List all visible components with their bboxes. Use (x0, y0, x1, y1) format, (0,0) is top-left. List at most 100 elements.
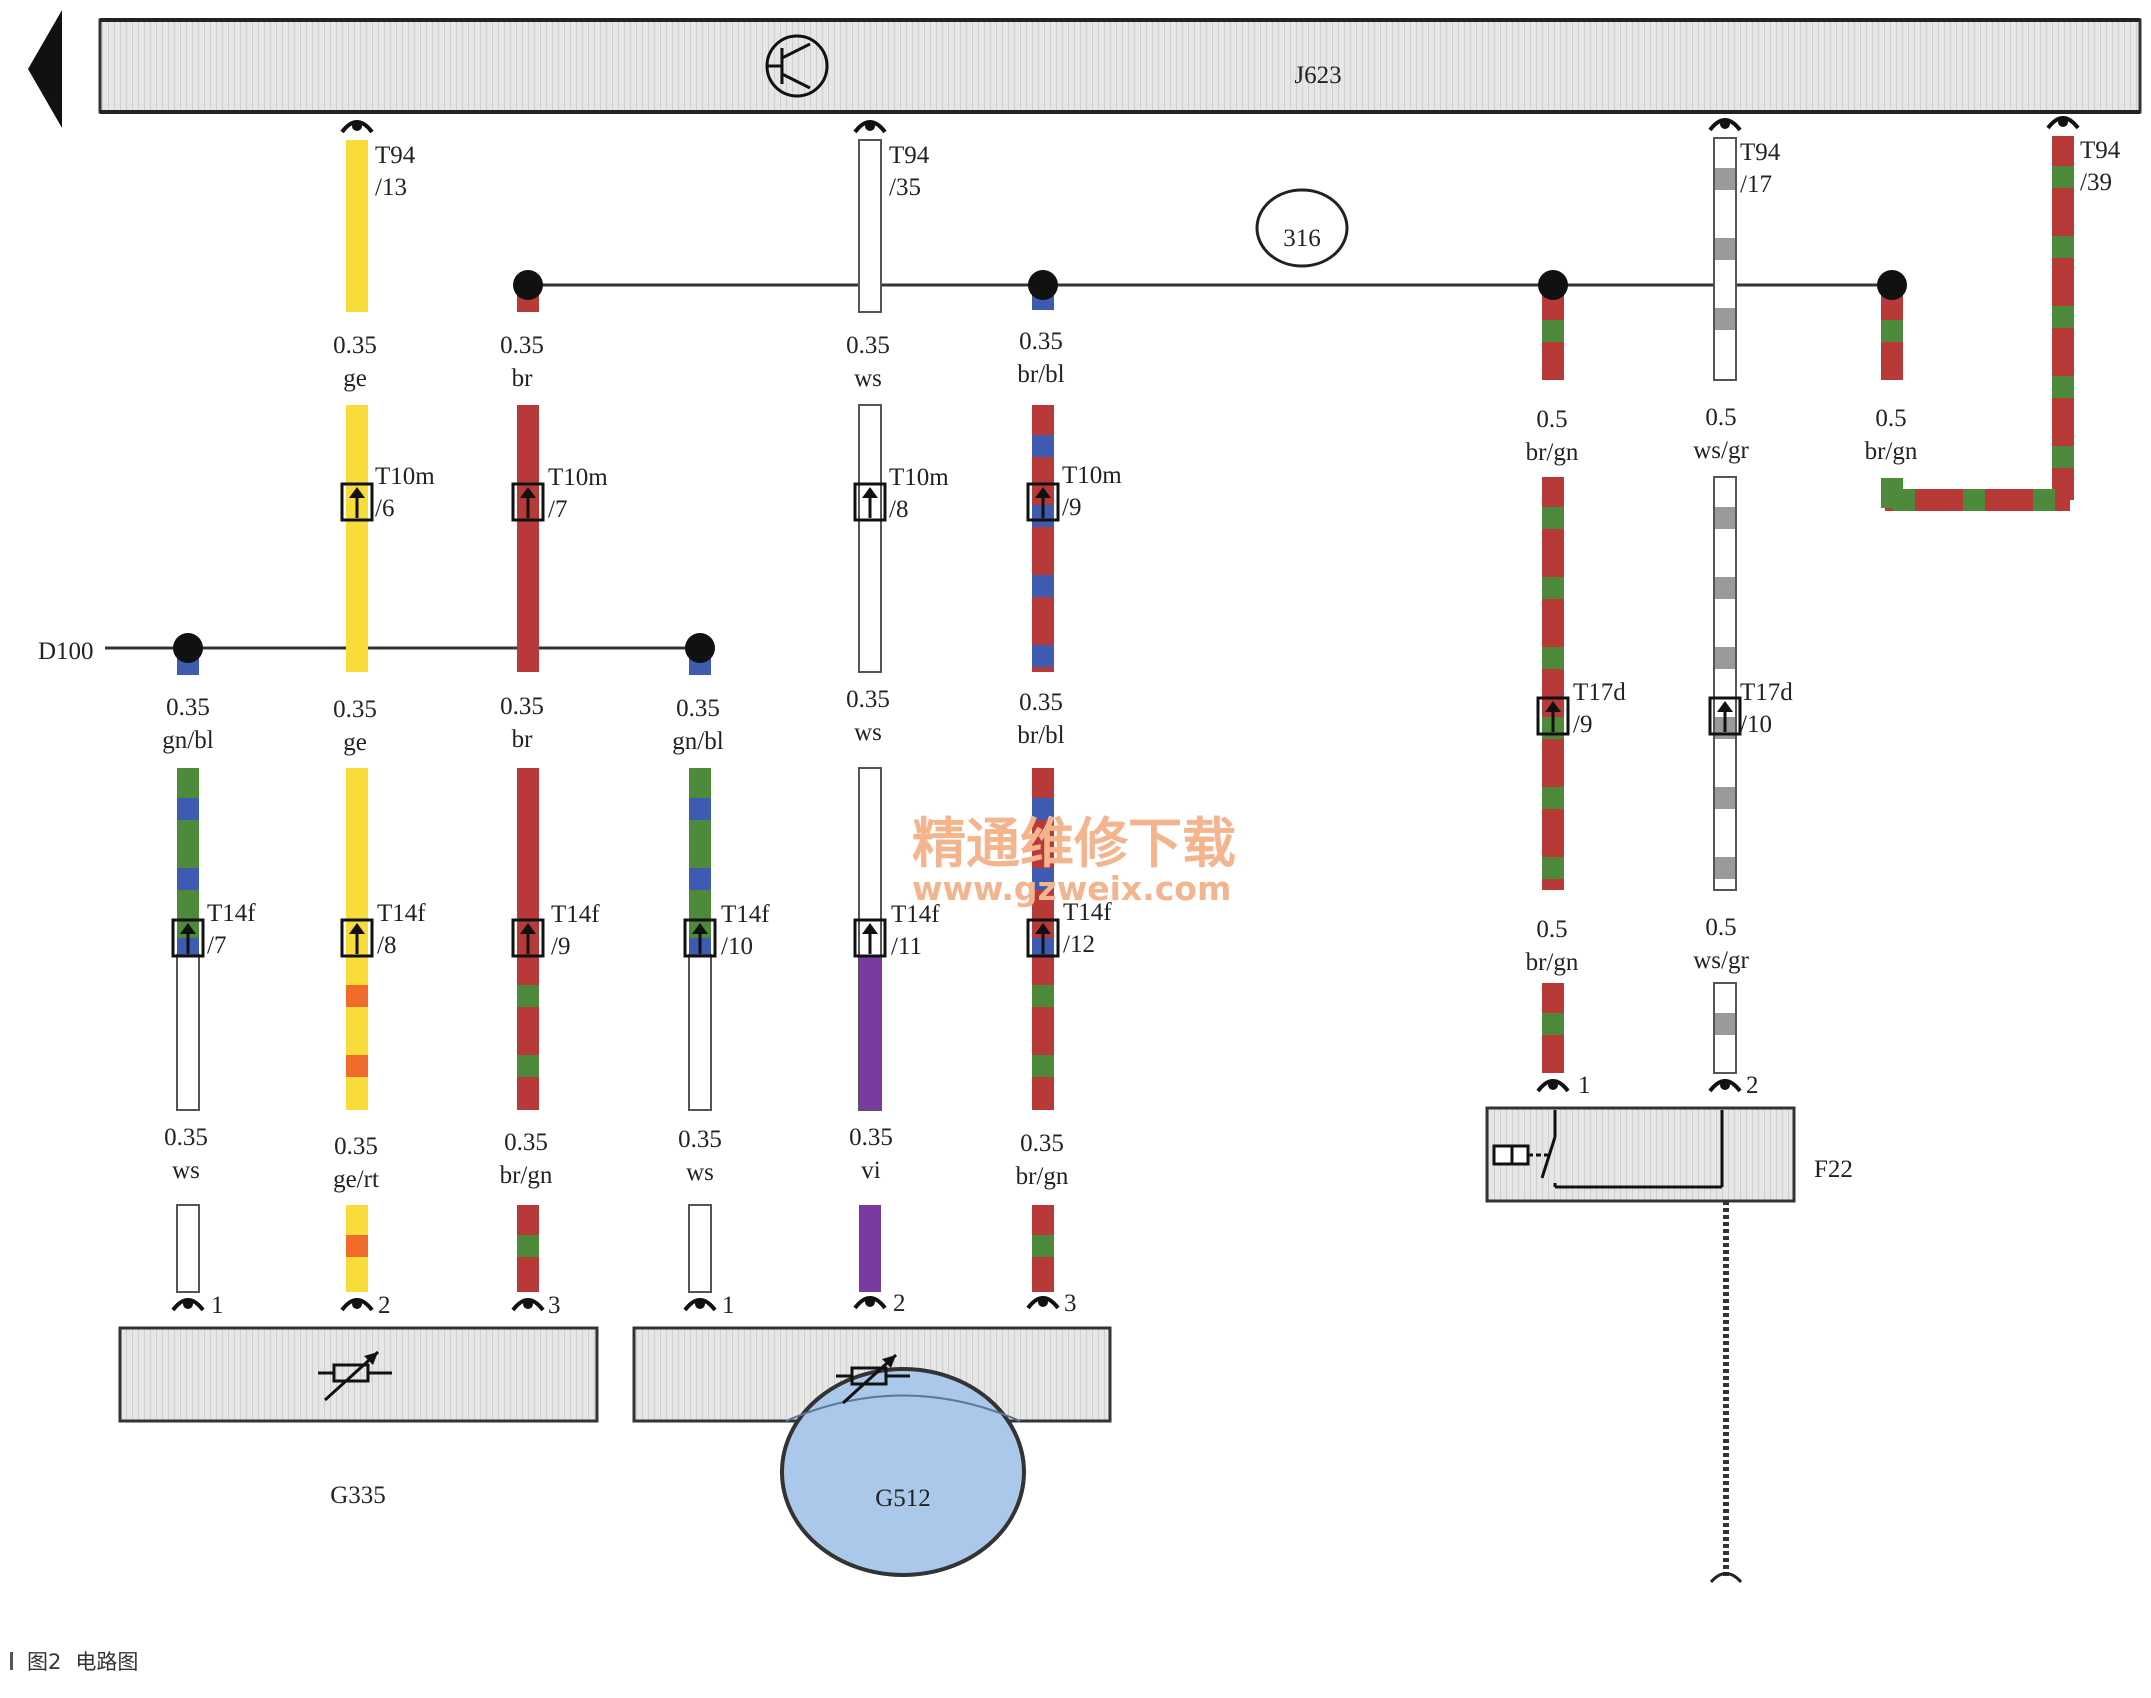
junction-dot (513, 270, 543, 300)
pin-label: 3 (548, 1292, 561, 1319)
connector-plug-icon (853, 482, 887, 522)
pin-label: 1 (211, 1292, 224, 1319)
wire-segment (1542, 983, 1564, 1073)
connector-t17d-10: T17d/10 (1740, 679, 1793, 738)
connector-t14f-12: T14f/12 (1063, 899, 1112, 958)
potentiometer-icon (318, 1350, 392, 1402)
pin-socket-icon (171, 1298, 205, 1312)
pin-label: 1 (1578, 1072, 1591, 1099)
connector-plug-icon (1026, 482, 1060, 522)
wire-segment (1032, 955, 1054, 1110)
pin-label: 3 (1064, 1290, 1077, 1317)
connector-t17d-9: T17d/9 (1573, 679, 1626, 738)
sensor-body (780, 1367, 1026, 1577)
component-label-g512: G512 (875, 1485, 931, 1512)
pin-socket-icon (1708, 118, 1742, 132)
pin-socket-icon (340, 1298, 374, 1312)
connector-plug-icon (340, 918, 374, 958)
junction-dot (1877, 270, 1907, 300)
connector-t14f-7: T14f/7 (207, 900, 256, 959)
transistor-icon (765, 34, 829, 98)
back-arrow-icon[interactable] (28, 10, 62, 128)
ground-label-d100: D100 (38, 638, 94, 665)
caption-figure-number: 图2 (27, 1650, 62, 1674)
wire-segment (1713, 137, 1737, 381)
pin-socket-icon (683, 1298, 717, 1312)
pin-label: 2 (378, 1292, 391, 1319)
pin-label: 2 (1746, 1072, 1759, 1099)
connector-t94-39: T94/39 (2080, 137, 2121, 196)
wire-segment (346, 405, 368, 672)
junctions (173, 270, 1907, 663)
ecu-j623: J623 (98, 18, 2142, 114)
connector-t94-35: T94/35 (889, 142, 930, 201)
pin-socket-icon (2046, 116, 2080, 130)
pin-socket-icon (340, 120, 374, 134)
connector-plug-icon (1536, 696, 1570, 736)
watermark-url: www.gzweix.com (912, 869, 1231, 908)
connector-plug-icon (1026, 918, 1060, 958)
wire-segment (517, 405, 539, 672)
connector-t94-13: T94/13 (375, 142, 416, 201)
pin-socket-icon (1536, 1079, 1570, 1093)
connector-t94-17: T94/17 (1740, 139, 1781, 198)
caption-title: 电路图 (75, 1650, 139, 1674)
junction-dot (173, 633, 203, 663)
component-label-g335: G335 (330, 1482, 386, 1509)
wire-segment (859, 955, 881, 1110)
caption-bar (10, 1652, 13, 1670)
wire-segment (1713, 476, 1737, 891)
connector-plug-icon (511, 482, 545, 522)
connector-plug-icon (683, 918, 717, 958)
connector-t10m-6: T10m/6 (375, 463, 435, 522)
connector-t14f-8: T14f/8 (377, 900, 426, 959)
connector-plug-icon (511, 918, 545, 958)
connector-labels: T94/13 T94/35 T94/17 T94/39 T10m/6 T10m/… (207, 137, 2121, 960)
wire-segment (346, 140, 368, 312)
pin-socket-icon (511, 1298, 545, 1312)
wire-segment (346, 1205, 368, 1292)
connector-t14f-10: T14f/10 (721, 901, 770, 960)
ground-symbol-icon (1709, 1572, 1743, 1584)
connector-plug-icon (853, 918, 887, 958)
wire-segment (176, 954, 200, 1111)
connector-plugs (171, 116, 2080, 1312)
pin-socket-icon (853, 1296, 887, 1310)
component-label-f22: F22 (1814, 1156, 1853, 1183)
wire-segment (859, 1205, 881, 1292)
pin-label: 2 (893, 1290, 906, 1317)
potentiometer-icon (836, 1353, 910, 1405)
svg-text:316: 316 (1283, 225, 1321, 252)
component-g512: G512 (632, 1326, 1112, 1577)
wire-segment (858, 404, 882, 673)
connector-t10m-8: T10m/8 (889, 464, 949, 523)
wire-segment (688, 1204, 712, 1293)
wire-segment (517, 955, 539, 1110)
connector-t10m-9: T10m/9 (1062, 462, 1122, 521)
junction-dot (1538, 270, 1568, 300)
reference-316: 316 (1255, 188, 1349, 268)
wire-segment (1542, 477, 1564, 890)
watermark-title: 精通维修下载 (912, 812, 1236, 875)
wire-segment (1032, 405, 1054, 672)
wire-segment (858, 139, 882, 313)
pin-labels: 1 2 3 1 2 3 1 2 (211, 1072, 1759, 1319)
